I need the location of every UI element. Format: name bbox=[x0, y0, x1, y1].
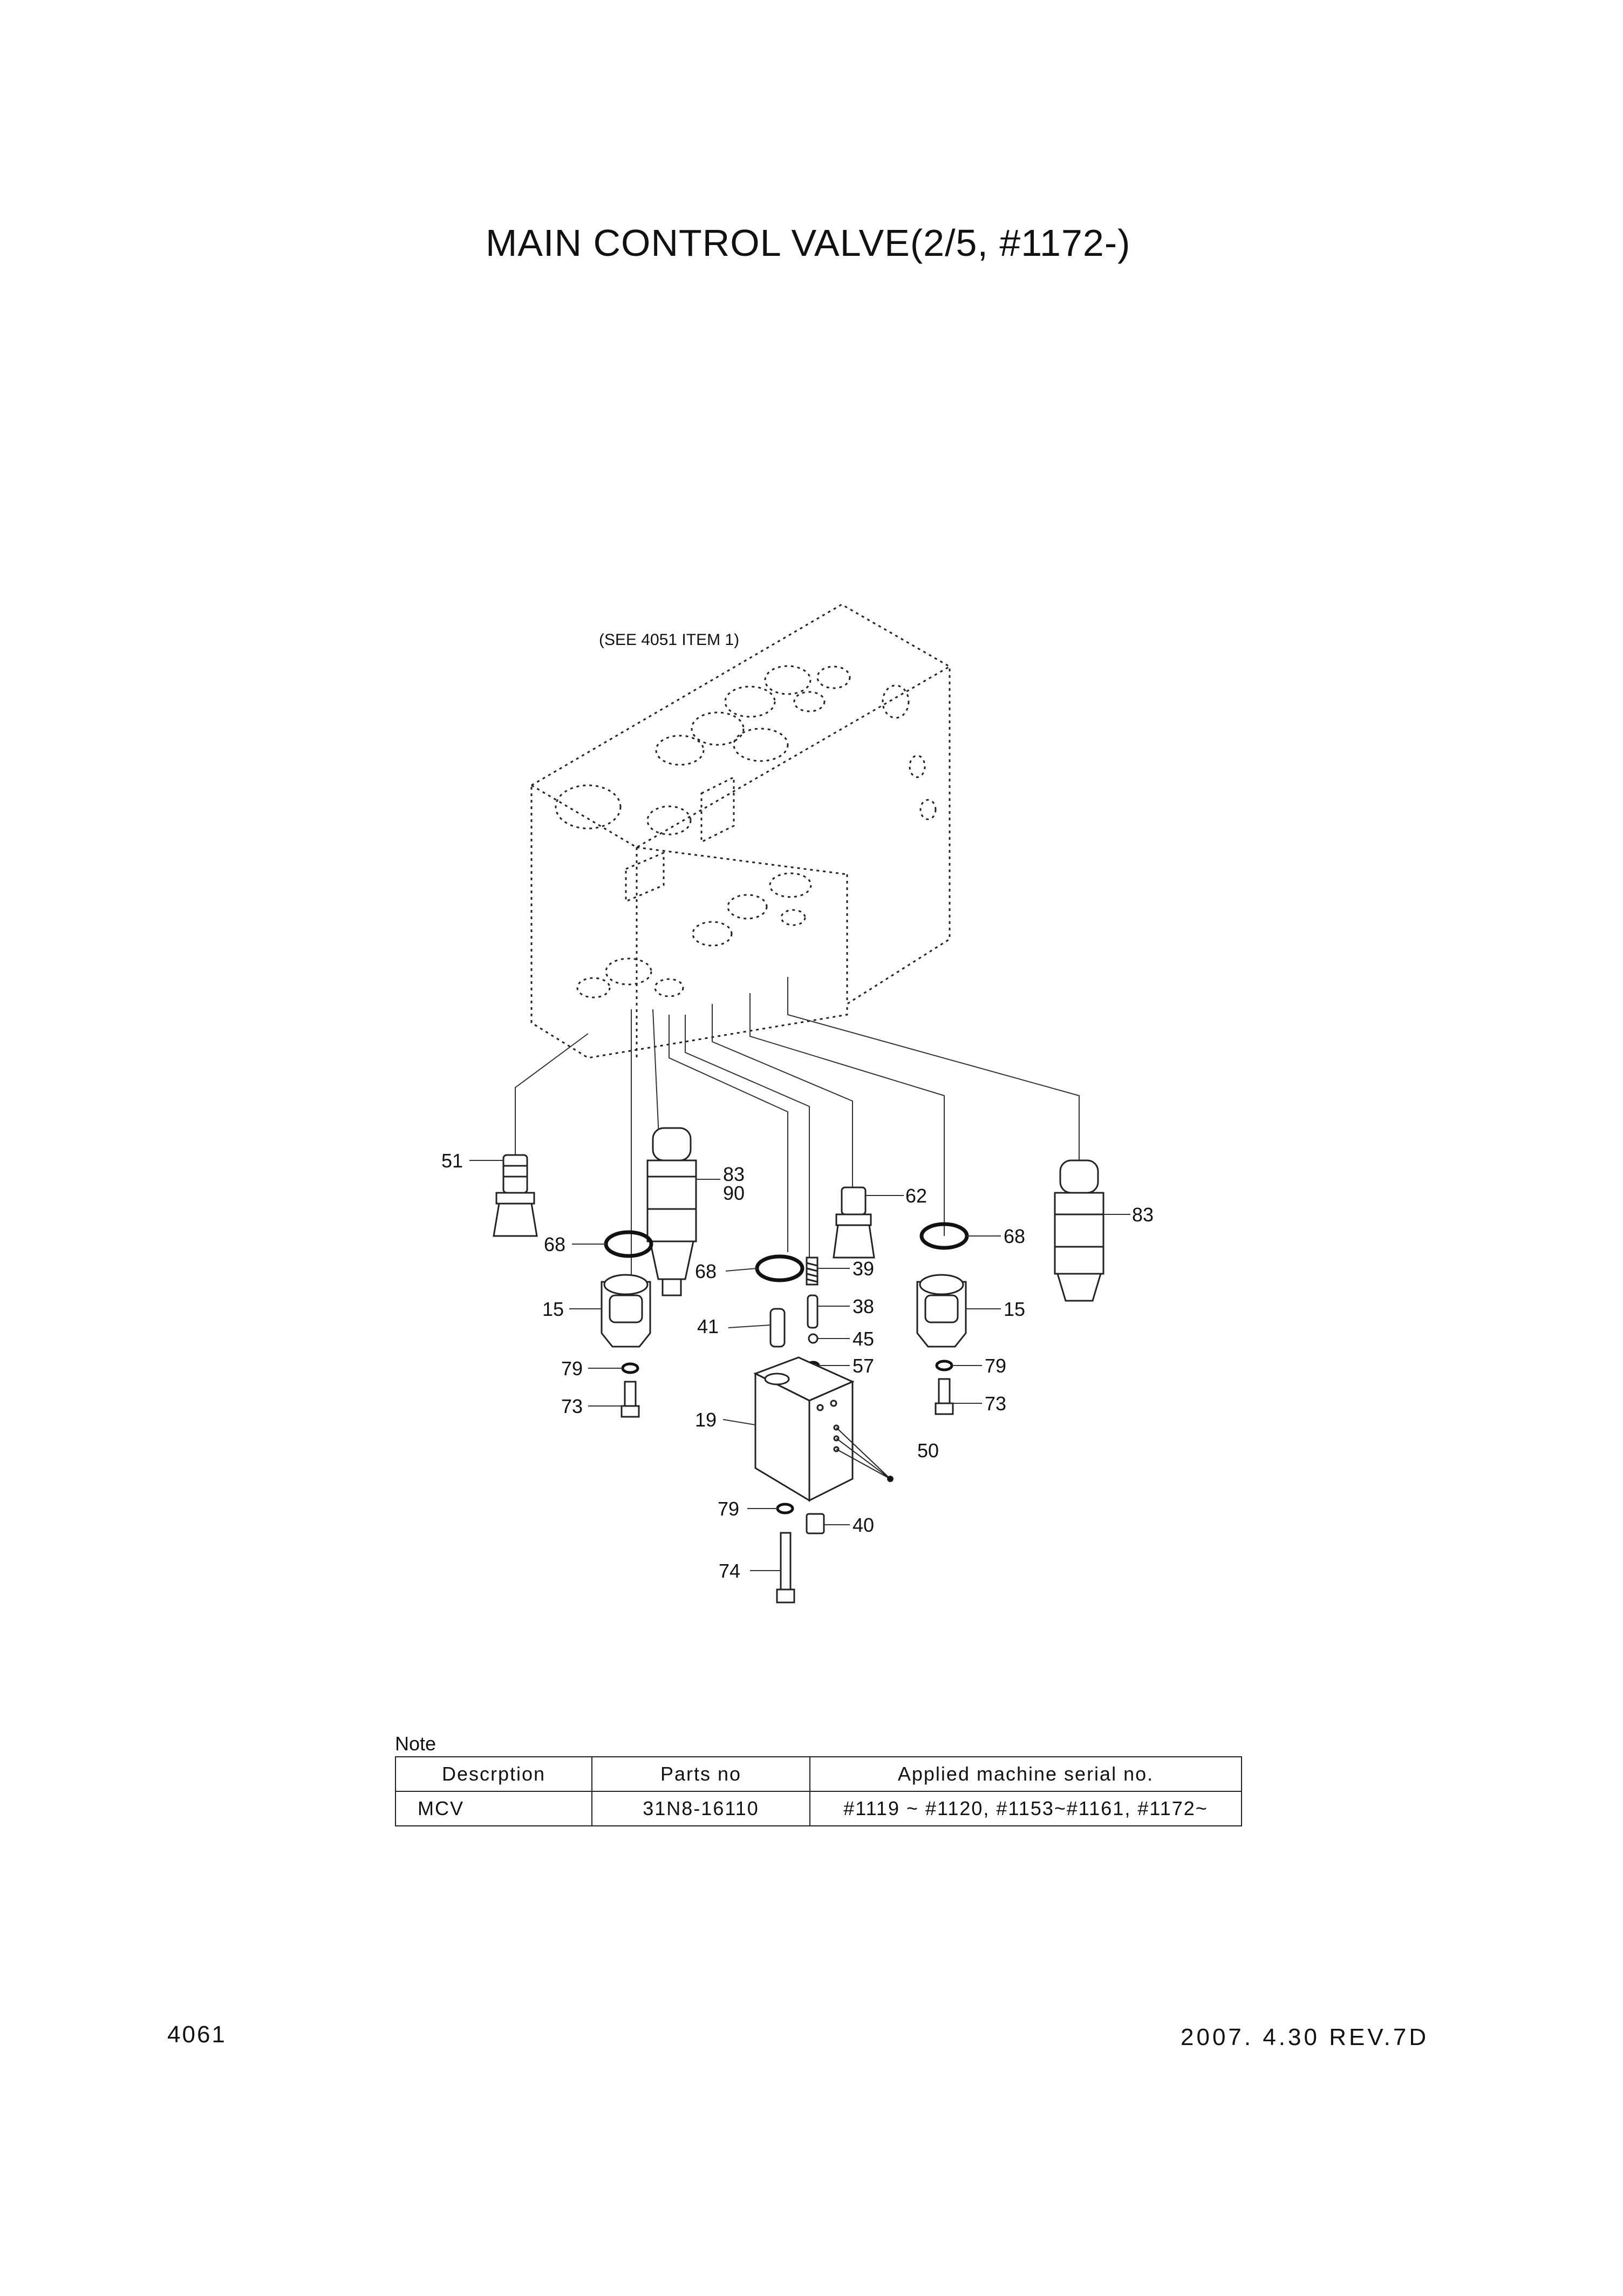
note-table: Descrption Parts no Applied machine seri… bbox=[395, 1756, 1242, 1826]
part-62-plug bbox=[833, 1186, 875, 1259]
callout-51: 51 bbox=[441, 1150, 463, 1172]
callout-leaders bbox=[469, 1160, 1130, 1571]
part-50-plugs bbox=[836, 1427, 894, 1482]
note-label: Note bbox=[395, 1733, 437, 1755]
callout-40: 40 bbox=[853, 1514, 874, 1536]
callout-41: 41 bbox=[697, 1315, 719, 1337]
date-revision: 2007. 4.30 REV.7D bbox=[1181, 2024, 1429, 2050]
leader-lines bbox=[515, 977, 1080, 1279]
part-74-bolt bbox=[776, 1532, 795, 1604]
callout-15-right: 15 bbox=[1004, 1298, 1025, 1320]
part-15-cover-left bbox=[601, 1274, 651, 1348]
callout-15-left: 15 bbox=[542, 1298, 564, 1320]
callout-73-right: 73 bbox=[985, 1392, 1006, 1415]
cell-description: MCV bbox=[395, 1791, 592, 1826]
callout-68-left: 68 bbox=[544, 1233, 565, 1255]
callout-19: 19 bbox=[695, 1409, 717, 1431]
part-40-plug bbox=[806, 1513, 825, 1534]
callout-90: 90 bbox=[723, 1182, 745, 1204]
callout-39: 39 bbox=[853, 1258, 874, 1280]
callout-38: 38 bbox=[853, 1295, 874, 1317]
callout-62: 62 bbox=[905, 1185, 927, 1207]
cell-parts-no: 31N8-16110 bbox=[591, 1791, 810, 1826]
callout-45: 45 bbox=[853, 1328, 874, 1350]
callout-79-right: 79 bbox=[985, 1355, 1006, 1377]
table-row: MCV 31N8-16110 #1119 ~ #1120, #1153~#116… bbox=[395, 1791, 1242, 1826]
part-51-plug bbox=[493, 1154, 538, 1237]
callout-79-left: 79 bbox=[561, 1357, 583, 1380]
page-number: 4061 bbox=[167, 2021, 227, 2048]
cell-serial-no: #1119 ~ #1120, #1153~#1161, #1172~ bbox=[809, 1791, 1242, 1826]
part-83-relief-valve-right bbox=[1054, 1159, 1104, 1302]
header-parts-no: Parts no bbox=[591, 1756, 810, 1792]
callout-79-bottom: 79 bbox=[718, 1498, 739, 1520]
callout-57: 57 bbox=[853, 1355, 874, 1377]
callout-73-left: 73 bbox=[561, 1395, 583, 1417]
part-15-cover-right bbox=[916, 1274, 967, 1348]
part-38-pin bbox=[807, 1294, 819, 1329]
part-41-pin bbox=[769, 1308, 786, 1348]
valve-body bbox=[530, 603, 951, 1059]
part-73-bolts bbox=[620, 1378, 954, 1418]
page-title: MAIN CONTROL VALVE(2/5, #1172-) bbox=[486, 222, 1131, 264]
callout-68-right: 68 bbox=[1004, 1225, 1025, 1247]
see-reference-label: (SEE 4051 ITEM 1) bbox=[599, 631, 739, 649]
callout-74: 74 bbox=[719, 1560, 740, 1582]
part-39-spring bbox=[806, 1256, 819, 1286]
part-45-ball bbox=[808, 1333, 819, 1344]
part-83-relief-valve-left bbox=[646, 1127, 697, 1296]
callout-83-left: 83 bbox=[723, 1163, 745, 1185]
part-19-block bbox=[753, 1356, 855, 1502]
callout-68-center: 68 bbox=[695, 1260, 717, 1282]
callout-50: 50 bbox=[917, 1439, 939, 1462]
header-description: Descrption bbox=[395, 1756, 592, 1792]
callout-83-right: 83 bbox=[1132, 1204, 1154, 1226]
header-serial-no: Applied machine serial no. bbox=[809, 1756, 1242, 1792]
callout-numbers: 51 83 90 62 83 68 68 68 39 38 15 15 41 4… bbox=[441, 1150, 1154, 1582]
note-table-header-row: Descrption Parts no Applied machine seri… bbox=[395, 1756, 1242, 1792]
